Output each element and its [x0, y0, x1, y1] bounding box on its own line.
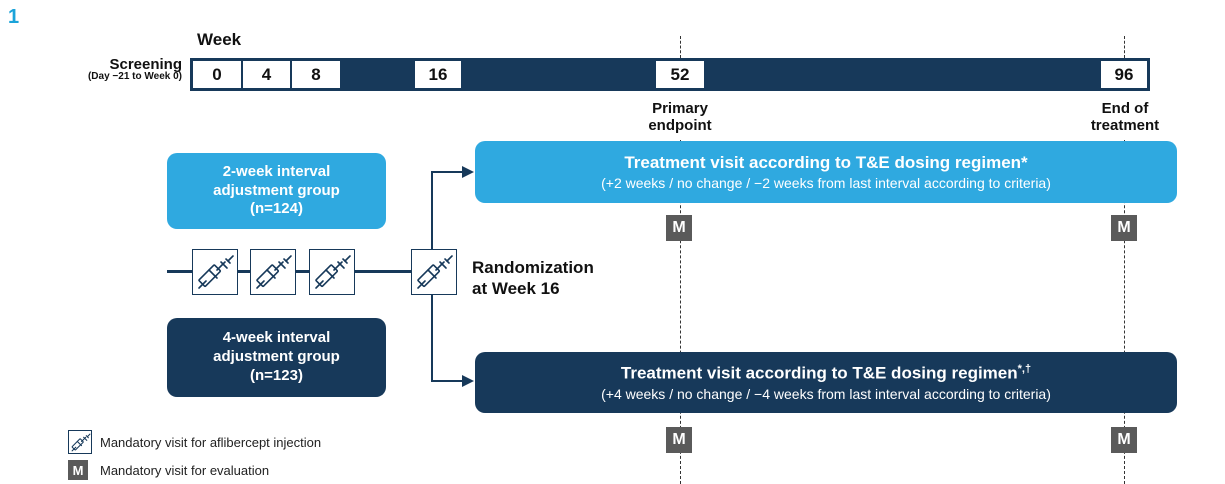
evaluation-marker: M — [666, 427, 692, 453]
upper-treatment-title: Treatment visit according to T&E dosing … — [624, 153, 1028, 172]
week-16-box: 16 — [414, 60, 462, 89]
lower-treatment-subtitle: (+4 weeks / no change / −4 weeks from la… — [601, 385, 1051, 402]
two-week-group-line2: adjustment group — [213, 181, 340, 199]
figure-number: 1 — [8, 6, 20, 28]
lower-treatment-box: Treatment visit according to T&E dosing … — [475, 352, 1177, 413]
evaluation-marker: M — [1111, 427, 1137, 453]
primary-endpoint-line1: Primary — [652, 100, 708, 117]
two-week-group-line1: 2-week interval — [222, 162, 331, 180]
randomization-label: Randomization at Week 16 — [472, 257, 594, 300]
screening-subtitle: (Day −21 to Week 0) — [87, 71, 182, 82]
legend-evaluation-marker: M — [68, 460, 88, 480]
randomization-line1: Randomization — [472, 258, 594, 277]
syringe-icon — [250, 249, 296, 295]
four-week-group-line1: 4-week interval — [222, 329, 331, 347]
primary-endpoint-label: Primary endpoint — [620, 100, 740, 135]
four-week-group-n: (n=123) — [250, 366, 303, 384]
week-52-box: 52 — [655, 60, 705, 89]
lower-treatment-title: Treatment visit according to T&E dosing … — [620, 363, 1018, 383]
syringe-icon — [68, 430, 92, 454]
week-52-dashed-line-top — [680, 36, 681, 58]
week-8-box: 8 — [291, 60, 341, 89]
lower-treatment-title-sup: *,† — [1017, 363, 1032, 376]
four-week-group-line2: adjustment group — [213, 348, 340, 366]
legend-injection-text: Mandatory visit for aflibercept injectio… — [100, 435, 322, 450]
week-label: Week — [197, 30, 242, 49]
upper-treatment-box: Treatment visit according to T&E dosing … — [475, 141, 1177, 203]
week-96-dashed-line — [1124, 140, 1125, 484]
upper-arrowhead — [462, 166, 474, 178]
randomization-line2: at Week 16 — [472, 279, 560, 299]
week-96-box: 96 — [1100, 60, 1148, 89]
legend-evaluation-text: Mandatory visit for evaluation — [100, 463, 270, 478]
end-of-treatment-line2: treatment — [1090, 116, 1160, 134]
lower-arrowhead — [462, 375, 474, 387]
lower-treatment-title-row: Treatment visit according to T&E dosing … — [621, 363, 1031, 384]
week-52-dashed-line — [680, 140, 681, 484]
evaluation-marker: M — [666, 215, 692, 241]
upper-treatment-subtitle: (+2 weeks / no change / −2 weeks from la… — [601, 175, 1051, 191]
upper-branch-line — [431, 171, 467, 173]
two-week-group-box: 2-week interval adjustment group (n=124) — [167, 153, 386, 229]
week-96-dashed-line-top — [1124, 36, 1125, 58]
evaluation-marker: M — [1111, 215, 1137, 241]
screening-label: Screening (Day −21 to Week 0) — [60, 57, 182, 82]
week-4-box: 4 — [242, 60, 291, 89]
primary-endpoint-line2: endpoint — [648, 116, 712, 134]
syringe-icon — [309, 249, 355, 295]
four-week-group-box: 4-week interval adjustment group (n=123) — [167, 318, 386, 397]
week-0-box: 0 — [192, 60, 242, 89]
syringe-icon — [411, 249, 457, 295]
end-of-treatment-line1: End of — [1101, 100, 1149, 117]
two-week-group-n: (n=124) — [250, 200, 303, 218]
screening-title: Screening — [109, 56, 182, 73]
lower-branch-line — [431, 380, 467, 382]
syringe-icon — [192, 249, 238, 295]
end-of-treatment-label: End of treatment — [1065, 100, 1185, 135]
